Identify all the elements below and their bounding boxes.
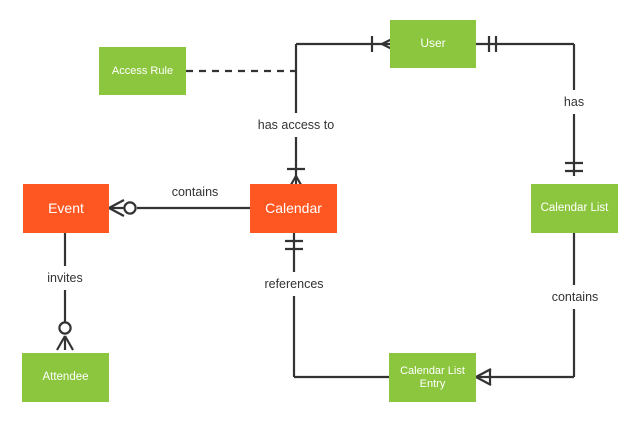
relationship-label-contains-event-calendar: contains	[171, 185, 219, 199]
connector-calendar-list-contains-entry	[475, 233, 576, 386]
connector-event-contains-calendar	[108, 199, 250, 217]
entity-user[interactable]: User	[390, 20, 476, 68]
relationship-label-references: references	[264, 277, 324, 291]
entity-access-rule[interactable]: Access Rule	[99, 47, 186, 95]
entity-calendar-list-entry-label: Calendar List Entry	[400, 364, 465, 390]
entity-event-label: Event	[48, 200, 84, 217]
entity-calendar-list-entry[interactable]: Calendar List Entry	[389, 353, 476, 402]
entity-calendar[interactable]: Calendar	[250, 184, 337, 233]
entity-calendar-list[interactable]: Calendar List	[531, 184, 618, 233]
relationship-label-contains-calendar-list: contains	[551, 290, 599, 304]
connector-calendar-references-entry	[285, 233, 389, 379]
relationship-label-has: has	[563, 95, 585, 109]
entity-attendee-label: Attendee	[42, 370, 89, 383]
entity-user-label: User	[420, 36, 446, 51]
relationship-label-has-access-to: has access to	[257, 118, 335, 132]
entity-attendee[interactable]: Attendee	[22, 353, 109, 402]
connector-event-invites-attendee	[56, 233, 74, 351]
relationship-label-invites: invites	[47, 271, 83, 285]
entity-access-rule-label: Access Rule	[111, 64, 174, 77]
entity-calendar-label: Calendar	[265, 200, 322, 217]
entity-event[interactable]: Event	[23, 184, 109, 233]
connector-user-has-access-to-calendar	[287, 35, 399, 191]
entity-calendar-list-label: Calendar List	[540, 201, 609, 214]
connector-user-has-calendar-list	[476, 36, 583, 176]
